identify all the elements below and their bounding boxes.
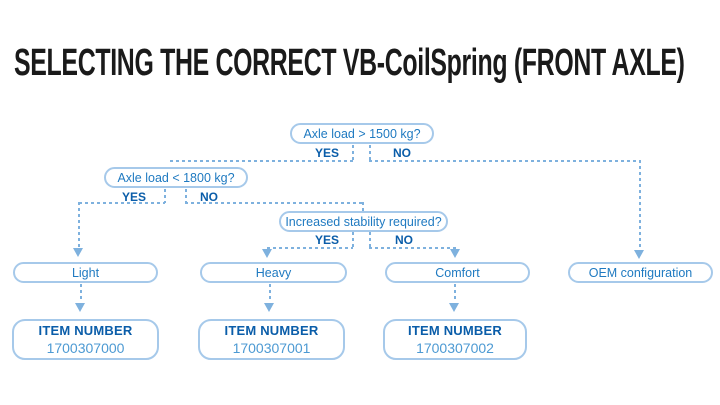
outcome-comfort: Comfort: [385, 262, 530, 283]
connector-heavy-to-item: [269, 284, 271, 302]
connector-comfort-to-item: [454, 284, 456, 302]
decision-axle-load-1500: Axle load > 1500 kg?: [290, 123, 434, 144]
connector-d2-yes-horizontal: [79, 202, 165, 204]
connector-d1-no-stub: [369, 145, 371, 161]
item-number-heading: ITEM NUMBER: [224, 323, 319, 338]
down-arrow-comfort: [450, 249, 460, 258]
connector-d1-yes-horizontal: [170, 160, 353, 162]
connector-d3-no-horizontal: [369, 247, 456, 249]
item-number-value: 1700307000: [46, 340, 125, 356]
connector-d1-no-horizontal: [369, 160, 640, 162]
page-title: SELECTING THE CORRECT VB-CoilSpring (FRO…: [14, 42, 685, 84]
item-number-box-comfort: ITEM NUMBER 1700307002: [383, 319, 527, 360]
decision-2-yes-label: YES: [121, 190, 146, 204]
connector-d2-no-stub: [185, 189, 187, 203]
connector-to-light-vertical: [78, 202, 80, 247]
decision-axle-load-1800: Axle load < 1800 kg?: [104, 167, 248, 188]
item-number-heading: ITEM NUMBER: [38, 323, 133, 338]
down-arrow-light: [73, 248, 83, 257]
outcome-heavy: Heavy: [200, 262, 347, 283]
connector-d3-top-stub: [362, 202, 364, 211]
item-number-value: 1700307001: [232, 340, 311, 356]
item-number-box-heavy: ITEM NUMBER 1700307001: [198, 319, 345, 360]
connector-to-oem-vertical: [639, 160, 641, 249]
connector-light-to-item: [80, 284, 82, 302]
outcome-oem-configuration: OEM configuration: [568, 262, 713, 283]
decision-1-yes-label: YES: [314, 146, 339, 160]
outcome-light: Light: [13, 262, 158, 283]
down-arrow-item-3: [449, 303, 459, 312]
connector-d2-yes-stub: [164, 189, 166, 203]
item-number-heading: ITEM NUMBER: [408, 323, 502, 338]
down-arrow-heavy: [262, 249, 272, 258]
decision-2-no-label: NO: [200, 190, 218, 204]
down-arrow-item-2: [264, 303, 274, 312]
connector-d2-no-horizontal: [185, 202, 364, 204]
item-number-value: 1700307002: [416, 340, 494, 356]
decision-1-no-label: NO: [393, 146, 411, 160]
decision-3-no-label: NO: [395, 233, 413, 247]
item-number-box-light: ITEM NUMBER 1700307000: [12, 319, 159, 360]
connector-d3-yes-horizontal: [267, 247, 353, 249]
down-arrow-oem: [634, 250, 644, 259]
decision-increased-stability: Increased stability required?: [279, 211, 448, 232]
connector-d3-no-stub: [369, 232, 371, 247]
connector-d3-yes-stub: [352, 232, 354, 247]
down-arrow-item-1: [75, 303, 85, 312]
decision-3-yes-label: YES: [314, 233, 339, 247]
connector-d1-yes-stub: [352, 145, 354, 161]
